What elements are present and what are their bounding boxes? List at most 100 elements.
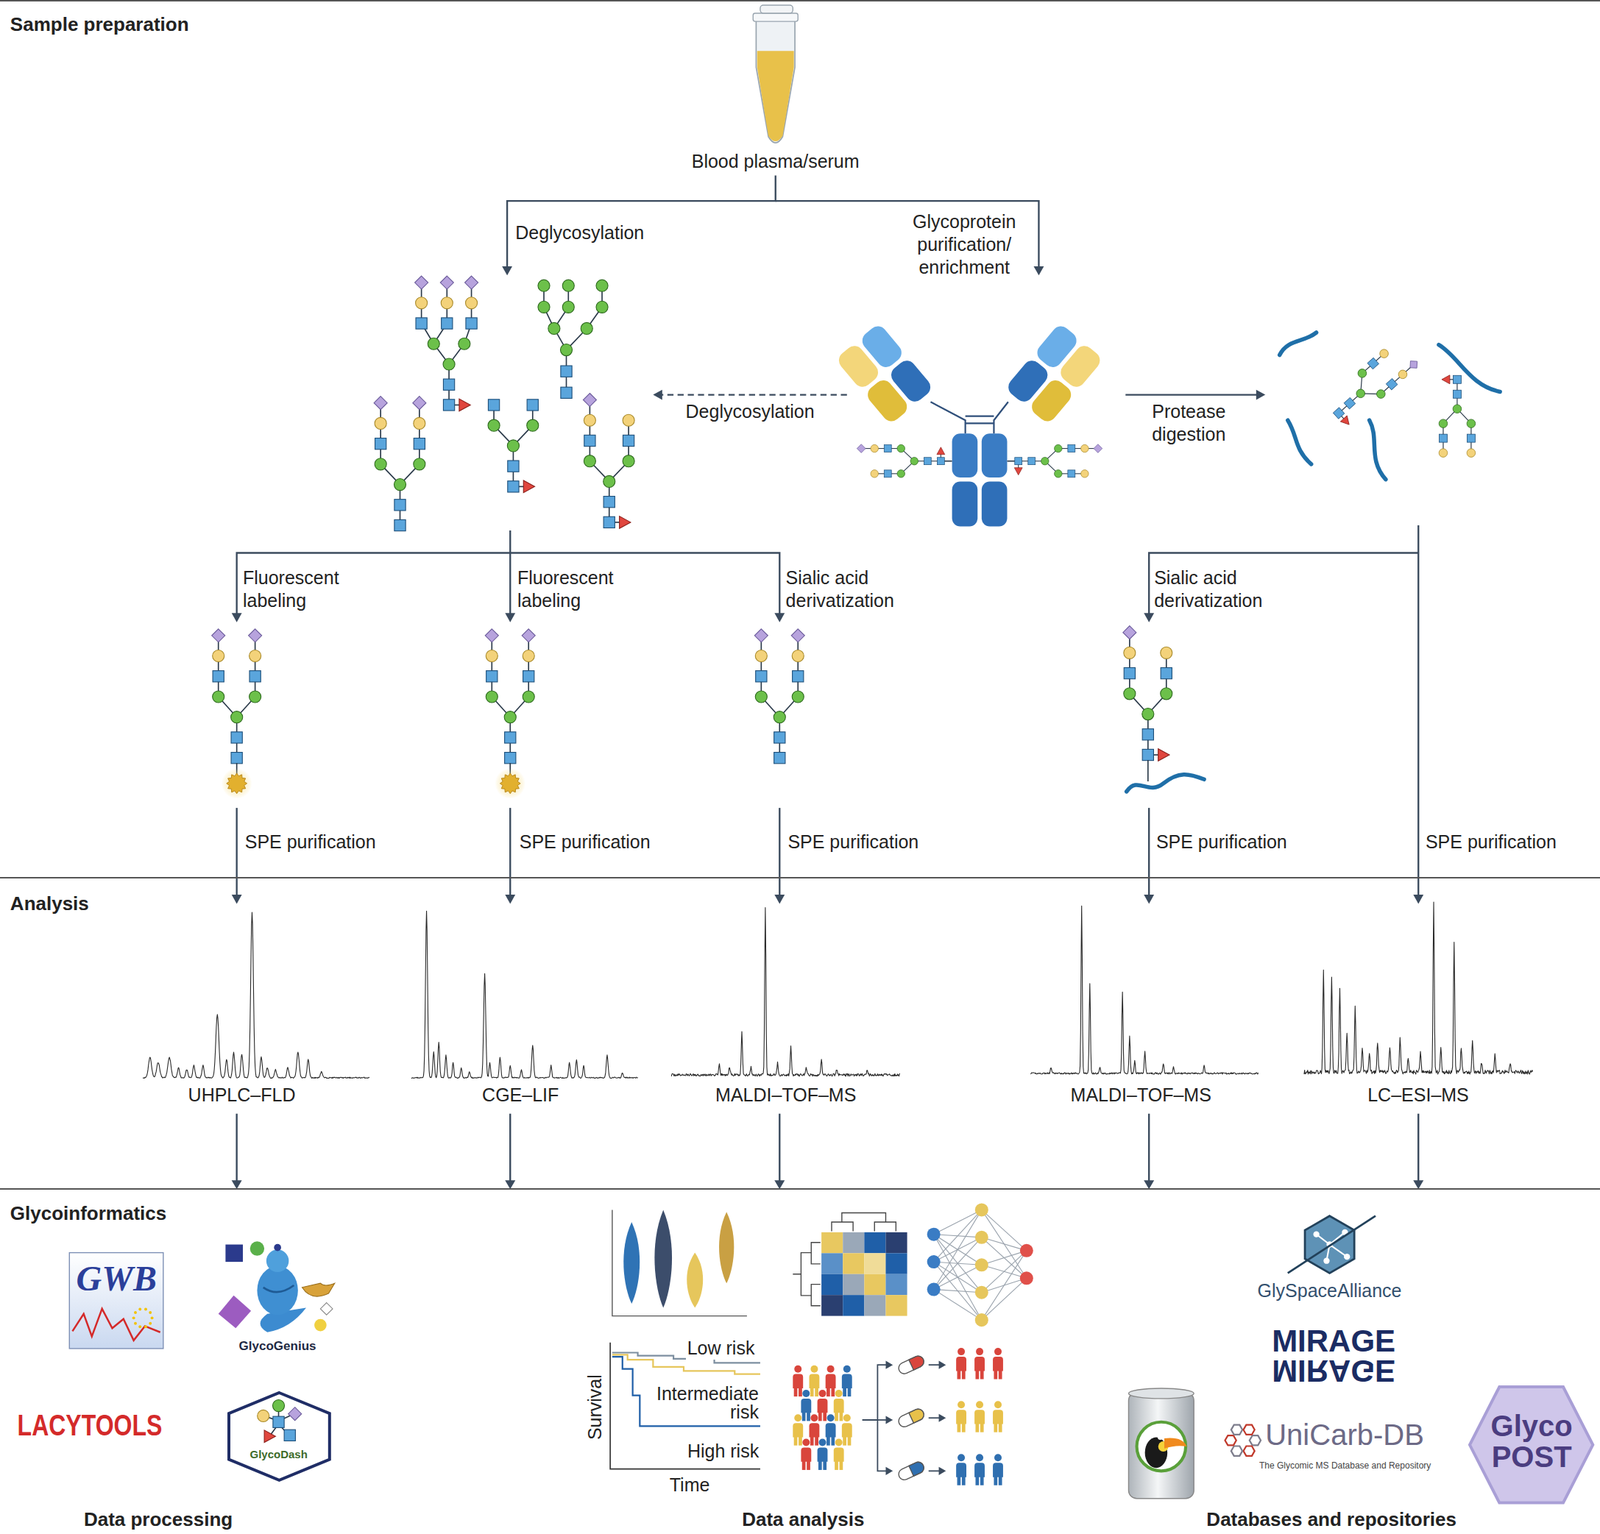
pill-icon xyxy=(897,1354,926,1377)
person-icon xyxy=(826,1436,831,1446)
label-text: Glycoprotein purification/ enrichment xyxy=(890,210,1038,280)
glcnac-square xyxy=(443,399,455,411)
group-heading: Data processing xyxy=(83,1509,233,1532)
glcnac-square xyxy=(883,445,892,453)
person-icon xyxy=(957,1348,965,1356)
person-icon xyxy=(810,1414,818,1422)
gwb-logo-star xyxy=(144,1325,148,1329)
fc-domain xyxy=(981,481,1008,527)
axis-label: Time xyxy=(669,1474,711,1497)
galactose-circle xyxy=(1123,646,1136,659)
glyspace-dot xyxy=(1323,1258,1330,1265)
person-icon xyxy=(830,1388,835,1397)
violin-shape xyxy=(719,1212,734,1284)
mannose-circle xyxy=(526,419,539,432)
network-edge xyxy=(933,1265,982,1290)
connector-line xyxy=(778,1114,781,1182)
curve-label: High risk xyxy=(685,1440,761,1464)
galactose-circle xyxy=(465,297,478,310)
glcnac-square xyxy=(755,671,767,683)
glcnac-square xyxy=(1123,667,1135,679)
mannose-circle xyxy=(596,301,608,313)
person-icon xyxy=(841,1423,853,1438)
network-edge xyxy=(933,1234,982,1294)
heatmap-cell xyxy=(864,1253,886,1274)
mannose-circle xyxy=(603,475,616,488)
galactose-circle xyxy=(1396,368,1409,381)
label-text: SPE purification xyxy=(1156,830,1288,854)
glycan xyxy=(415,275,479,412)
network-node xyxy=(975,1203,989,1217)
person-icon xyxy=(993,1423,998,1433)
genie-diamond xyxy=(320,1303,333,1316)
gwb-logo-star xyxy=(138,1308,142,1312)
network-edge xyxy=(933,1237,982,1291)
mannose-circle xyxy=(393,479,406,491)
glycan-bond xyxy=(944,460,953,463)
glcnac-square xyxy=(394,499,406,511)
fc-domain xyxy=(952,433,979,478)
mannose-circle xyxy=(522,691,535,703)
mannose-circle xyxy=(622,455,635,468)
fucose-triangle xyxy=(1158,749,1170,762)
logo-node: GlycoGenius xyxy=(216,1239,339,1361)
flow-line xyxy=(877,1420,887,1472)
glcnac-square xyxy=(1438,434,1447,443)
heatmap-cell xyxy=(864,1295,886,1316)
logo-text: GlycoDash xyxy=(249,1449,307,1462)
glycan xyxy=(1323,337,1421,431)
arrowhead xyxy=(652,390,662,401)
person-icon xyxy=(827,1365,835,1374)
fucose-triangle xyxy=(1441,375,1450,385)
glcnac-square xyxy=(249,671,261,683)
network-edge xyxy=(933,1290,982,1294)
fucose-triangle xyxy=(459,398,471,412)
person-icon xyxy=(992,1410,1004,1425)
plot-axis xyxy=(612,1209,748,1316)
arrowhead xyxy=(939,1361,947,1370)
mannose-circle xyxy=(537,301,550,313)
unicarb-ring xyxy=(1243,1425,1255,1436)
tube-body xyxy=(755,16,795,143)
heatmap-cell xyxy=(842,1274,865,1296)
heatmap-cell xyxy=(842,1295,865,1316)
mannose-circle xyxy=(1160,688,1173,700)
glyspace-hexagon xyxy=(1304,1216,1355,1274)
mannose-circle xyxy=(773,711,786,724)
person-icon xyxy=(800,1399,812,1414)
label-text: Sialic acid derivatization xyxy=(1154,566,1283,614)
fucose-triangle xyxy=(619,516,631,530)
person-icon xyxy=(830,1436,835,1446)
label-text: Protease digestion xyxy=(1137,400,1241,447)
glcnac-square xyxy=(1067,470,1076,478)
sialic-diamond xyxy=(582,393,597,407)
glyspace-swoosh xyxy=(1287,1216,1376,1274)
flow-line xyxy=(509,808,511,896)
mannose-circle xyxy=(487,419,500,432)
person-icon xyxy=(980,1370,984,1380)
galactose-circle xyxy=(1466,448,1476,458)
flow-line xyxy=(1125,393,1258,396)
gwb-logo-star xyxy=(138,1325,142,1329)
toucan-eye xyxy=(1157,1435,1163,1441)
connector xyxy=(1413,1114,1424,1191)
mannose-circle xyxy=(249,691,262,703)
logo-text: GWB xyxy=(76,1259,157,1299)
pill-icon xyxy=(908,1354,926,1371)
heatmap-cell xyxy=(885,1232,907,1254)
person-icon xyxy=(802,1412,806,1422)
genie-topknot xyxy=(273,1244,282,1252)
glycan xyxy=(1014,444,1102,478)
person-icon xyxy=(980,1476,984,1486)
network-edge xyxy=(933,1209,982,1290)
antibody-fab xyxy=(835,322,934,425)
flow-line xyxy=(510,552,780,614)
mannose-circle xyxy=(580,322,593,335)
mannose-circle xyxy=(1354,387,1367,400)
analysis-method: MALDI–TOF–MS xyxy=(1036,907,1262,1110)
person-icon xyxy=(822,1460,827,1470)
gwb-logo-zigzag xyxy=(72,1309,160,1341)
glcnac-square xyxy=(523,671,535,683)
heatmap-cell xyxy=(821,1295,843,1316)
